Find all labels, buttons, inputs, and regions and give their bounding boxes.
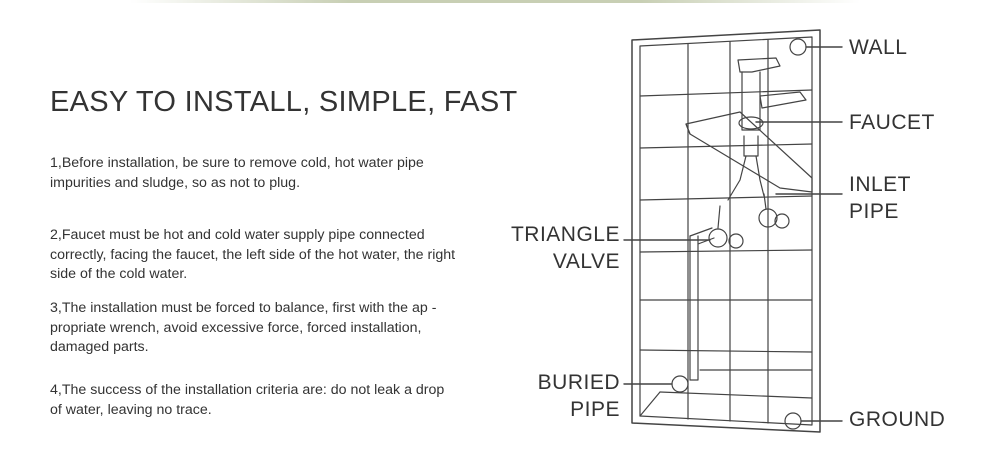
label-buried-line1: BURIED — [537, 371, 620, 394]
label-triangle-line1: TRIANGLE — [510, 223, 620, 246]
leader-lines — [623, 46, 843, 422]
instruction-step-1: 1,Before installation, be sure to remove… — [50, 155, 424, 191]
instruction-step-3: 3,The installation must be forced to bal… — [50, 300, 437, 355]
label-buried-line2: PIPE — [570, 398, 620, 421]
instruction-step-2: 2,Faucet must be hot and cold water supp… — [50, 227, 456, 282]
label-inlet-line1: INLET — [849, 173, 912, 196]
page-title: EASY TO INSTALL, SIMPLE, FAST — [50, 86, 518, 118]
label-inlet-line2: PIPE — [849, 200, 899, 223]
wall-structure — [631, 29, 821, 433]
pipe-network — [689, 193, 790, 381]
label-buried-pipe: BURIED PIPE — [490, 369, 620, 423]
label-faucet: FAUCET — [849, 111, 935, 134]
faucet-drawing — [727, 57, 807, 201]
top-decorative-rule — [130, 0, 860, 3]
counter-shelf — [685, 111, 813, 193]
label-ground: GROUND — [849, 408, 946, 431]
label-triangle-valve: TRIANGLE VALVE — [490, 221, 620, 275]
label-inlet-pipe: INLET PIPE — [849, 171, 911, 225]
instruction-step-4: 4,The success of the installation criter… — [50, 382, 445, 418]
label-triangle-line2: VALVE — [552, 250, 620, 273]
label-wall: WALL — [849, 36, 908, 59]
